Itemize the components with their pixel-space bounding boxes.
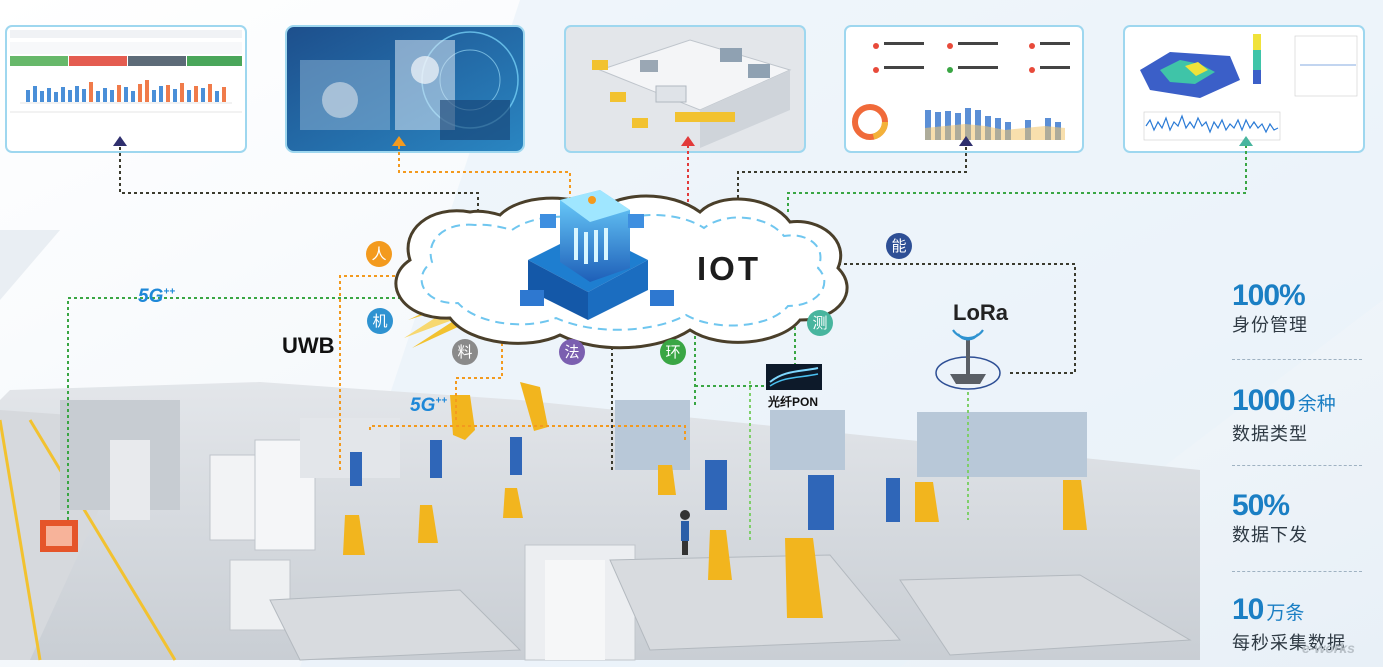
- stat-data-issued: 50% 数据下发: [1232, 490, 1372, 546]
- server-cube-icon: [520, 190, 674, 320]
- factor-machine-badge: 机: [367, 308, 393, 334]
- stat-data-issued-label: 数据下发: [1232, 525, 1308, 545]
- stat-data-types-label: 数据类型: [1232, 424, 1308, 444]
- background-stripe: [0, 230, 60, 300]
- stat-collection-rate-label: 每秒采集数据: [1232, 633, 1346, 653]
- factory-floor: [0, 382, 1200, 661]
- stat-identity-value: 100%: [1232, 279, 1306, 312]
- factor-measure-badge: 测: [807, 310, 833, 336]
- panel-production-dashboard[interactable]: [5, 25, 247, 153]
- stat-divider: [1232, 359, 1362, 360]
- 5g-label-top: 5G++: [138, 286, 176, 307]
- 5g-label-top-text: 5G: [138, 286, 164, 307]
- fiber-pon-device-icon: [766, 364, 822, 390]
- factor-energy-badge: 能: [886, 233, 912, 259]
- lora-label: LoRa: [953, 300, 1008, 325]
- factor-environment-badge: 环: [660, 339, 686, 365]
- stat-divider: [1232, 571, 1362, 572]
- stat-divider: [1232, 465, 1362, 466]
- factor-material-badge: 料: [452, 339, 478, 365]
- panel-monitoring-dashboard[interactable]: [844, 25, 1084, 153]
- uwb-label: UWB: [282, 333, 335, 358]
- factor-people-badge: 人: [366, 241, 392, 267]
- link-arrowheads: [113, 136, 1253, 146]
- factor-method-badge: 法: [559, 339, 585, 365]
- panel-smart-manufacturing-image: [285, 25, 525, 153]
- cloud-to-panel-links: [119, 146, 1247, 220]
- stat-identity-label: 身份管理: [1232, 315, 1308, 335]
- stat-data-issued-value: 50%: [1232, 489, 1290, 522]
- lora-gateway-icon: [935, 329, 1001, 390]
- watermark: e-works: [1302, 640, 1355, 656]
- stat-identity: 100% 身份管理: [1232, 280, 1372, 336]
- 5g-label-low-text: 5G: [410, 395, 436, 416]
- 5g-label-low: 5G++: [410, 395, 448, 416]
- iot-hub-title: IOT: [697, 250, 761, 287]
- fiber-pon-label: 光纤PON: [768, 395, 819, 409]
- panel-factory-layout-3d: [564, 25, 806, 153]
- panel-vibration-analysis[interactable]: [1123, 25, 1365, 153]
